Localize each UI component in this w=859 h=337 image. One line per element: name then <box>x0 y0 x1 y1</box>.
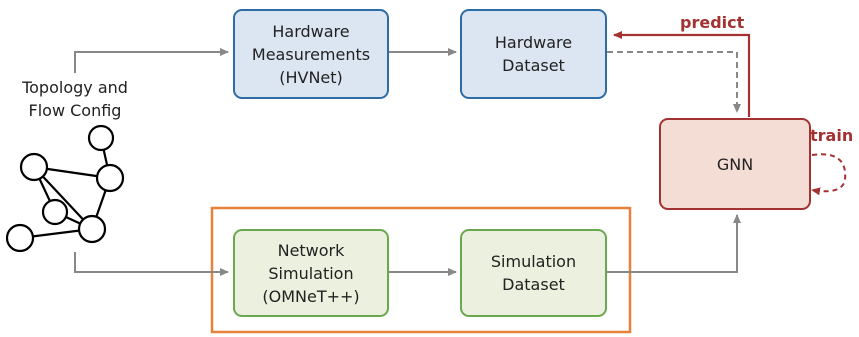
arrow-input-to-network-simulation <box>74 252 229 276</box>
predict-label: predict <box>680 13 745 32</box>
topology-graph-icon <box>5 124 125 253</box>
arrow-input-to-hardware-measurements <box>74 48 229 73</box>
arrow-gnn-predict <box>613 31 751 117</box>
train-label: train <box>810 126 854 145</box>
topology-flow-config-label: Topology and Flow Config <box>22 78 128 120</box>
network-simulation-node: Network Simulation (OMNeT++) <box>233 229 389 317</box>
arrow-hardware-dataset-to-gnn <box>607 51 741 113</box>
simulation-group-frame <box>210 206 632 334</box>
hardware-dataset-node: Hardware Dataset <box>460 9 607 99</box>
gnn-node: GNN <box>659 118 811 210</box>
arrow-simulation-dataset-to-gnn <box>607 214 741 273</box>
simulation-dataset-node: Simulation Dataset <box>460 229 607 317</box>
arrow-gnn-train-loop <box>811 153 847 196</box>
hardware-measurements-node: Hardware Measurements (HVNet) <box>233 9 389 99</box>
